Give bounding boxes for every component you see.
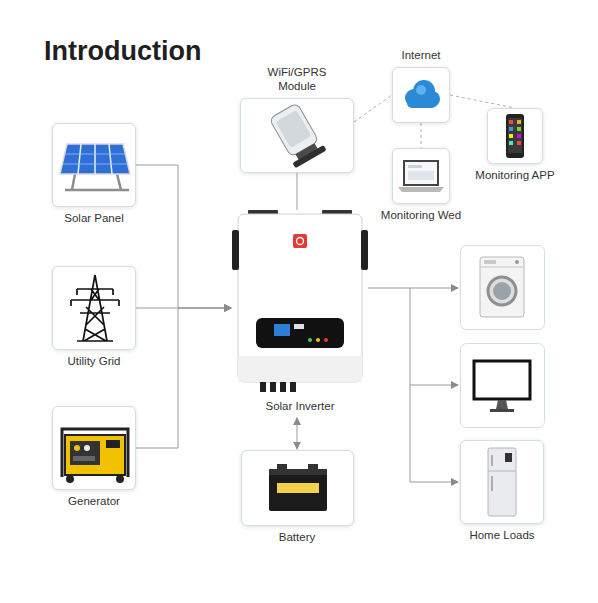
washing-machine: [461, 246, 545, 330]
battery-icon: [242, 451, 353, 525]
wire: [410, 288, 458, 289]
node-label: Utility Grid: [52, 355, 136, 369]
connector: [136, 165, 231, 308]
title: Introduction: [44, 36, 201, 67]
component-node: Battery: [241, 450, 354, 545]
component-node: Utility Grid: [52, 266, 136, 369]
monitor: [461, 344, 545, 428]
icon-frame: [392, 148, 450, 204]
connector: [136, 308, 231, 448]
node-label: Monitoring APP: [475, 169, 554, 183]
connector: [297, 418, 298, 449]
connector: [354, 95, 392, 122]
component-node: Home Loads: [460, 440, 544, 543]
connector: [297, 173, 298, 210]
generator-icon: [53, 407, 137, 491]
icon-frame: [232, 210, 368, 395]
component-node: Internet: [392, 49, 450, 123]
wire: [410, 385, 458, 386]
phone-icon: [488, 109, 542, 163]
inverter-illustration: [232, 210, 368, 395]
icon-frame: [52, 266, 136, 350]
node-label: Solar Inverter: [232, 400, 368, 414]
node-label: Home Loads: [460, 529, 544, 543]
icon-frame: [52, 123, 136, 207]
icon-frame: [240, 98, 354, 173]
connector: [420, 123, 421, 148]
connector: [368, 288, 458, 482]
icon-frame: [487, 108, 543, 164]
connector: [450, 95, 515, 108]
node-label: Battery: [241, 531, 354, 545]
icon-frame: [392, 67, 450, 123]
node-label: Solar Panel: [52, 212, 136, 226]
cloud-icon: [393, 68, 449, 122]
node-label: WiFi/GPRS Module: [261, 66, 333, 94]
icon-frame: [241, 450, 354, 526]
component-node: WiFi/GPRS Module: [240, 66, 354, 173]
node-label: Internet: [392, 49, 450, 63]
node-label: Monitoring Wed: [381, 209, 461, 223]
solar-panel-icon: [53, 124, 137, 208]
branch-wires: [410, 288, 458, 385]
fridge-icon: [461, 441, 543, 523]
icon-frame: [460, 440, 544, 524]
component-node: Solar Panel: [52, 123, 136, 226]
component-node: Monitoring APP: [475, 108, 554, 183]
component-node: Generator: [52, 406, 136, 509]
wifi-module-icon: [241, 99, 353, 172]
node-label: Generator: [52, 495, 136, 509]
icon-frame: [52, 406, 136, 490]
pylon-icon: [53, 267, 137, 351]
component-node: Solar Inverter: [232, 210, 368, 414]
laptop-icon: [393, 149, 449, 203]
component-node: Monitoring Wed: [381, 148, 461, 223]
